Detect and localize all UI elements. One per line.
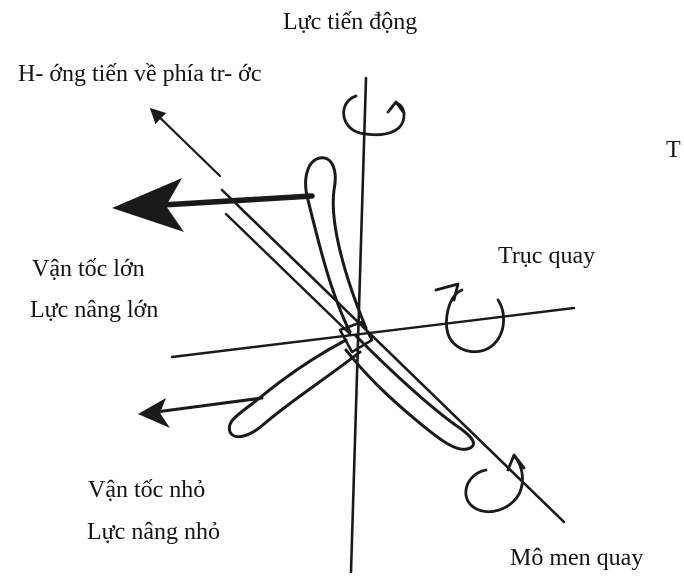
top-rotation-arrow xyxy=(342,94,406,137)
rotation-axis-label: Trục quay xyxy=(498,243,596,269)
upper-left-blade-edge xyxy=(224,212,352,336)
small-velocity-label: Vận tốc nhỏ xyxy=(88,477,206,503)
forward-direction-label: H- ớng tiến về phía tr- ớc xyxy=(18,61,262,87)
moment-rotation-arrow xyxy=(464,454,524,514)
horizontal-axis-line xyxy=(170,306,576,359)
right-edge-fragment-label: T xyxy=(666,137,681,163)
forward-direction-arrow xyxy=(149,107,222,178)
diagonal-axis-line xyxy=(220,188,566,524)
axis-rotation-arrowhead xyxy=(434,282,460,302)
axis-rotation-arrow xyxy=(445,288,505,354)
large-lift-label: Lực nâng lớn xyxy=(30,297,159,323)
lower-left-rotor-blade xyxy=(227,338,362,439)
large-velocity-arrowhead xyxy=(112,178,184,232)
vertical-axis-line xyxy=(349,76,368,574)
small-lift-label: Lực nâng nhỏ xyxy=(87,519,220,545)
lower-right-rotor-blade xyxy=(344,334,475,451)
moment-label: Mô men quay xyxy=(510,545,644,571)
upper-left-rotor-blade xyxy=(304,156,368,334)
top-rotation-arrowhead xyxy=(386,100,406,115)
moment-rotation-arrowhead xyxy=(506,453,526,472)
large-velocity-arrow-shaft xyxy=(143,193,315,209)
small-velocity-arrow-shaft xyxy=(154,396,264,414)
top-force-label: Lực tiến động xyxy=(283,9,418,35)
large-velocity-label: Vận tốc lớn xyxy=(32,256,145,282)
rotor-hub xyxy=(338,320,374,354)
small-velocity-arrowhead xyxy=(138,398,170,428)
